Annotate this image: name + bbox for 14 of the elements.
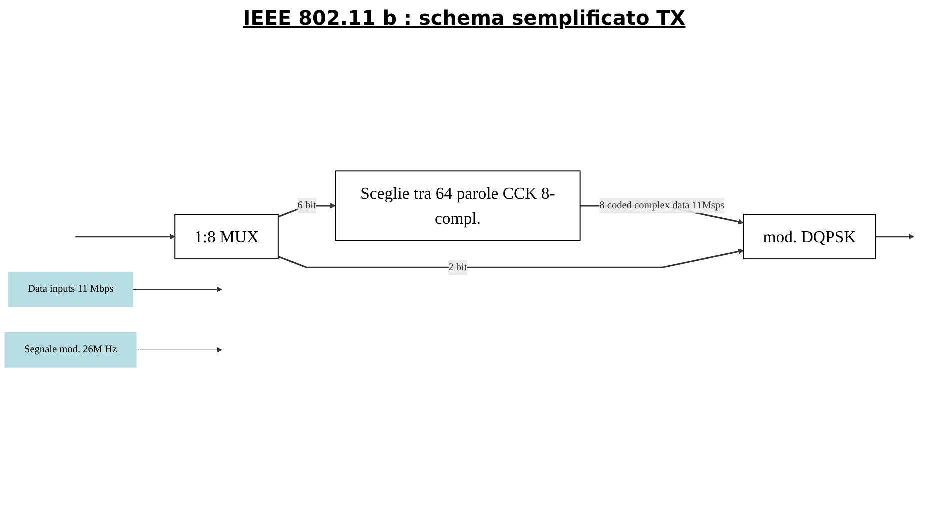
- arrow: [76, 234, 176, 240]
- edge-label: 6 bit: [298, 200, 316, 211]
- arrow: [876, 234, 914, 240]
- arrow: [132, 286, 222, 292]
- diagram-title: IEEE 802.11 b : schema semplificato TX: [242, 6, 687, 30]
- node-box: Segnale mod. 26M Hz: [4, 332, 137, 368]
- node-box: 1:8 MUX: [174, 214, 279, 260]
- node-box: mod. DQPSK: [743, 214, 876, 260]
- edge-label: 8 coded complex data 11Msps: [600, 200, 725, 211]
- node-box: Data inputs 11 Mbps: [8, 272, 134, 307]
- edge-label: 2 bit: [448, 262, 468, 273]
- arrow: [136, 346, 222, 353]
- arrow: [278, 248, 744, 268]
- node-box: Sceglie tra 64 parole CCK 8-compl.: [335, 170, 581, 241]
